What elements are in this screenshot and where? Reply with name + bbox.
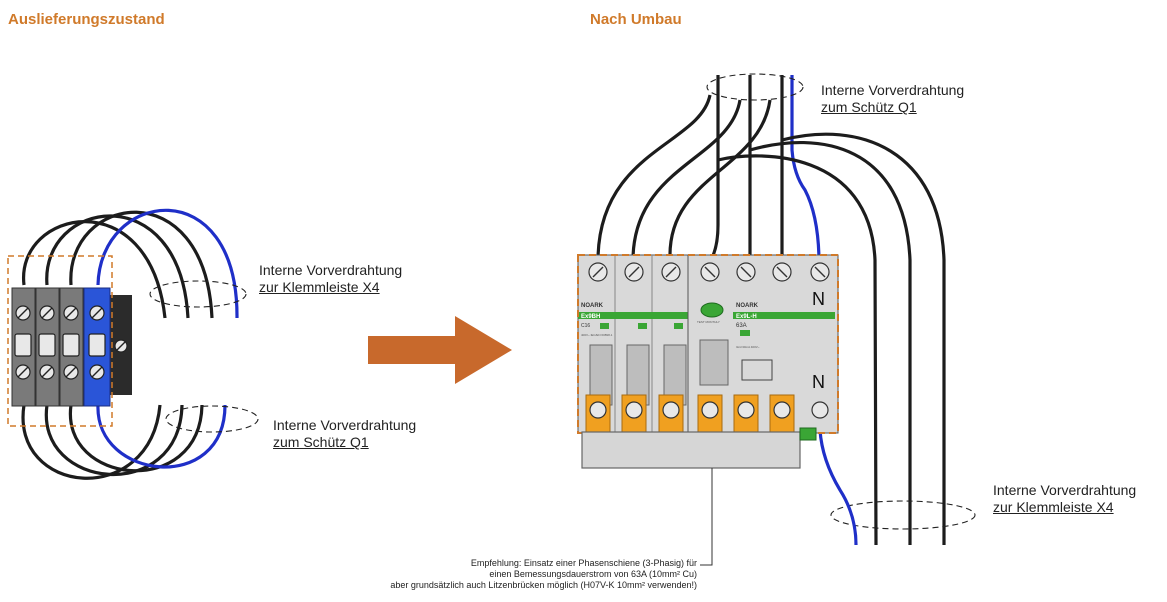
bundle-marker-left-q1 [165, 405, 259, 433]
neutral-label-top: N [812, 289, 825, 309]
bundle-marker-left-x4 [149, 280, 247, 308]
label-left-q1: Interne Vorverdrahtung zum Schütz Q1 [273, 417, 417, 450]
bundle-marker-right-x4 [830, 500, 976, 530]
rcd-test-label: TEST MONTHLY [697, 320, 720, 324]
mcb-brand: NOARK [581, 303, 604, 309]
heading-right: Nach Umbau [590, 11, 682, 28]
left-terminal-block [7, 255, 132, 427]
rcd-brand: NOARK [736, 303, 759, 309]
mcb-model: Ex9BH [581, 314, 600, 320]
wire-left-bottom-1 [21, 404, 162, 480]
wire-right-neutral-out [818, 429, 858, 546]
wire-left-top-blue [96, 208, 239, 319]
wire-left-bottom-2 [44, 404, 184, 477]
transition-arrow [368, 316, 512, 384]
mcb-rating: C16 [581, 323, 590, 329]
bundle-marker-right-q1 [706, 73, 804, 101]
rcd-test-button [700, 302, 724, 318]
rcd-spec: IΔn=30mA 400V~ [736, 345, 760, 349]
rcd-model: Ex9L-H [736, 314, 757, 320]
rcd-rating: 63A [736, 323, 747, 329]
label-right-q1: Interne Vorverdrahtung zum Schütz Q1 [821, 82, 965, 115]
neutral-label-bottom: N [812, 372, 825, 392]
label-right-x4: Interne Vorverdrahtung zur Klemmleiste X… [993, 482, 1137, 515]
phase-busbar [581, 431, 801, 469]
left-wires-bottom [21, 404, 227, 480]
recommendation-callout [700, 468, 713, 566]
wire-left-top-3 [69, 210, 214, 319]
left-wires-top [22, 208, 239, 319]
recommendation-note: Empfehlung: Einsatz einer Phasenschiene … [390, 558, 697, 590]
heading-left: Auslieferungszustand [8, 11, 165, 28]
wire-left-bottom-blue [96, 404, 227, 469]
wire-left-bottom-3 [68, 404, 204, 473]
label-left-x4: Interne Vorverdrahtung zur Klemmleiste X… [259, 262, 403, 295]
mcb-spec: 400V~ IEC/EN 60898-1 [581, 333, 613, 337]
